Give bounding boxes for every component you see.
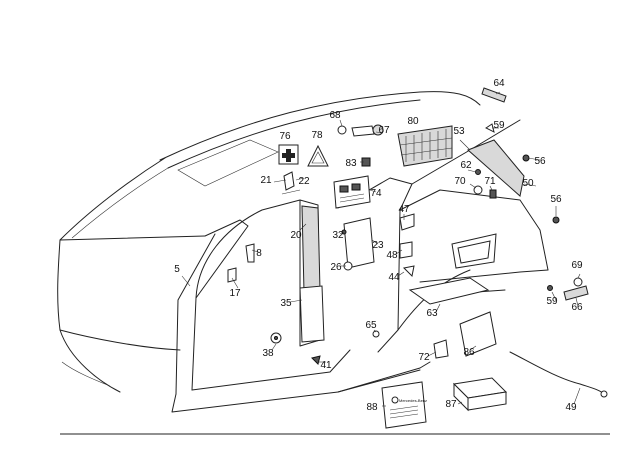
callout-label-70: 70	[454, 176, 466, 187]
callout-label-20: 20	[290, 230, 302, 241]
callout-label-56: 56	[534, 156, 546, 167]
callout-label-78: 78	[311, 130, 323, 141]
cover-part-47	[399, 213, 415, 231]
callout-label-72: 72	[418, 352, 430, 363]
callout-label-64: 64	[493, 78, 505, 89]
callout-label-66: 66	[571, 302, 583, 313]
callout-label-83: 83	[345, 158, 357, 169]
callout-label-86: 86	[463, 347, 475, 358]
clip-part-17	[227, 267, 237, 283]
callout-label-44: 44	[388, 272, 400, 283]
callout-label-88: 88	[366, 402, 378, 413]
callout-label-48: 48	[386, 250, 398, 261]
callout-label-74: 74	[370, 188, 382, 199]
callout-label-41: 41	[320, 360, 332, 371]
callout-label-47: 47	[398, 204, 410, 215]
callout-label-35: 35	[280, 298, 292, 309]
bracket-part-64	[481, 87, 507, 103]
clip-part-8	[245, 243, 255, 263]
callout-label-17: 17	[229, 288, 241, 299]
callout-label-65: 65	[365, 320, 377, 331]
clip-part	[281, 171, 301, 195]
callout-label-80: 80	[407, 116, 419, 127]
clip-part-41	[311, 355, 321, 365]
coat-hook-part	[337, 124, 384, 137]
b-pillar-trim-part	[299, 205, 325, 343]
callout-label-68: 68	[329, 110, 341, 121]
car-body-outline	[57, 91, 549, 413]
callout-label-22: 22	[298, 176, 310, 187]
cover-part-48-44	[399, 241, 415, 278]
callout-label-23: 23	[372, 240, 384, 251]
clip-part-72	[433, 339, 449, 359]
rear-panel-part	[467, 139, 525, 197]
callout-label-87: 87	[445, 399, 457, 410]
callout-label-63: 63	[426, 308, 438, 319]
cable-part-49	[509, 351, 608, 398]
trim-part-63	[408, 277, 490, 305]
booklet-brand: Mercedes-Benz	[399, 398, 427, 403]
leader-lines	[181, 91, 581, 407]
callout-label-76: 76	[279, 131, 291, 142]
callout-label-62: 62	[460, 160, 472, 171]
callout-label-67: 67	[378, 125, 390, 136]
callout-label-21: 21	[260, 175, 272, 186]
cover-part-86	[459, 311, 497, 357]
callout-label-38: 38	[262, 348, 274, 359]
warning-triangle-icon	[307, 144, 329, 167]
trim-part-23	[343, 217, 375, 269]
callout-label-59b: 59	[546, 296, 558, 307]
callout-label-56b: 56	[550, 194, 562, 205]
control-module-part	[333, 175, 371, 209]
speaker-grille-panel	[397, 125, 453, 167]
grommet-part-38	[270, 332, 282, 344]
box-part-87	[452, 377, 508, 412]
callout-label-59: 59	[493, 120, 505, 131]
callout-label-69: 69	[571, 260, 583, 271]
screw-part-65	[372, 330, 380, 338]
callout-label-49: 49	[565, 402, 577, 413]
callout-label-53: 53	[453, 126, 465, 137]
callout-label-50: 50	[522, 178, 534, 189]
manual-booklet-part: Mercedes-Benz	[381, 381, 427, 429]
callout-label-5: 5	[174, 264, 180, 275]
first-aid-kit-icon	[278, 144, 299, 165]
callout-label-8: 8	[256, 248, 262, 259]
callout-label-32: 32	[332, 230, 344, 241]
callout-label-26: 26	[330, 262, 342, 273]
callout-label-71: 71	[484, 176, 496, 187]
